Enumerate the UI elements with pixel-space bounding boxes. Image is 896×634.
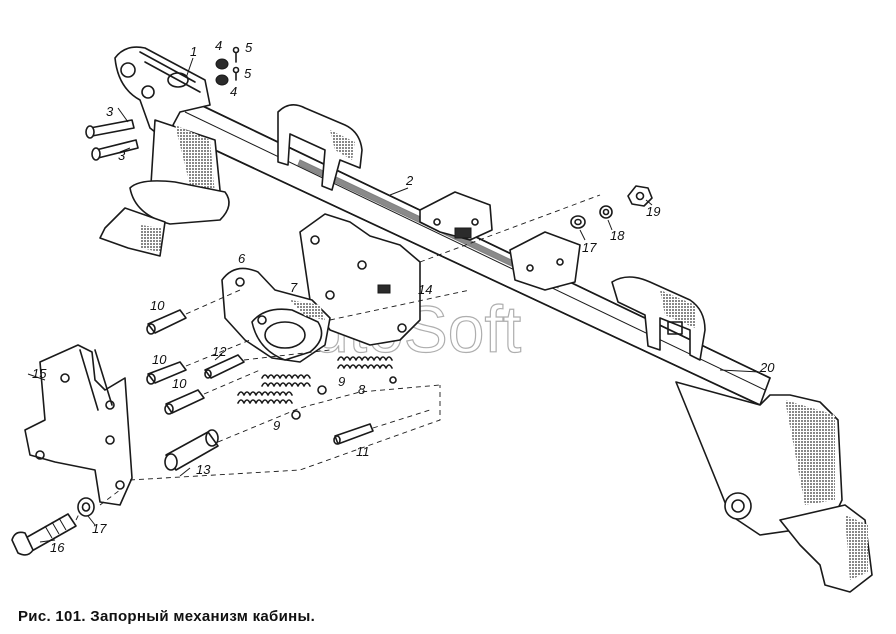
- callout-14: 14: [418, 282, 432, 297]
- callout-3-lower: 3: [118, 148, 126, 163]
- callout-10-top: 10: [150, 298, 165, 313]
- callout-3-upper: 3: [106, 104, 114, 119]
- pin-11: [333, 423, 374, 445]
- callout-7: 7: [290, 280, 298, 295]
- callout-labels: 1 2 3 3 4 4 5 5 6 7 8 9 9 10 10 10 11 12…: [32, 38, 775, 555]
- callout-11: 11: [356, 444, 370, 459]
- sleeve-13: [164, 429, 219, 471]
- callout-20: 20: [759, 360, 775, 375]
- callout-4-upper: 4: [215, 38, 222, 53]
- callout-9-upper: 9: [338, 374, 345, 389]
- cotter-pin-5-upper: [232, 46, 240, 63]
- saddle-bracket-right: [611, 276, 706, 361]
- callout-9-lower: 9: [273, 418, 280, 433]
- pin-10-middle: [146, 361, 187, 385]
- callout-6: 6: [238, 251, 246, 266]
- figure-caption: Рис. 101. Запорный механизм кабины.: [18, 608, 316, 625]
- callout-5-upper: 5: [245, 40, 253, 55]
- callout-2: 2: [405, 173, 414, 188]
- bolt-3-lower: [91, 139, 139, 161]
- left-support-bracket: [99, 46, 230, 257]
- saddle-bracket-left: [277, 104, 363, 191]
- bolt-16: [11, 513, 77, 556]
- nut-4-upper: [215, 58, 229, 70]
- callout-16: 16: [50, 540, 65, 555]
- spring-washer-18: [599, 205, 613, 219]
- beam-mount-plates: [419, 191, 581, 291]
- washer-17-upper: [570, 215, 586, 229]
- nut-19: [627, 185, 653, 207]
- washer-17-lower: [77, 497, 95, 517]
- spring-9-lower: [237, 391, 301, 420]
- cotter-pin-5-lower: [232, 66, 240, 81]
- pin-10-bottom: [164, 389, 205, 415]
- pin-10-top: [146, 309, 187, 335]
- latch-hook: [221, 267, 331, 363]
- spring-8: [337, 356, 397, 384]
- callout-10-bottom: 10: [172, 376, 187, 391]
- callout-12: 12: [212, 344, 227, 359]
- callout-15: 15: [32, 366, 47, 381]
- callout-1: 1: [190, 44, 197, 59]
- exploded-view-drawing: AutoSoft: [11, 38, 873, 593]
- assembly-axis-lines: [75, 194, 601, 521]
- bolt-3-upper: [85, 119, 135, 139]
- right-support-bracket: [675, 381, 873, 593]
- nut-4-lower: [215, 74, 229, 86]
- callout-8: 8: [358, 382, 366, 397]
- callout-18: 18: [610, 228, 625, 243]
- side-plate-15: [24, 344, 133, 506]
- leader-lines: [27, 57, 761, 543]
- callout-17-upper: 17: [582, 240, 597, 255]
- spring-9-upper: [261, 374, 327, 395]
- callout-13: 13: [196, 462, 211, 477]
- callout-17-lower: 17: [92, 521, 107, 536]
- callout-10-middle: 10: [152, 352, 167, 367]
- callout-4-lower: 4: [230, 84, 237, 99]
- callout-5-lower: 5: [244, 66, 252, 81]
- callout-19: 19: [646, 204, 660, 219]
- pin-12: [204, 354, 245, 379]
